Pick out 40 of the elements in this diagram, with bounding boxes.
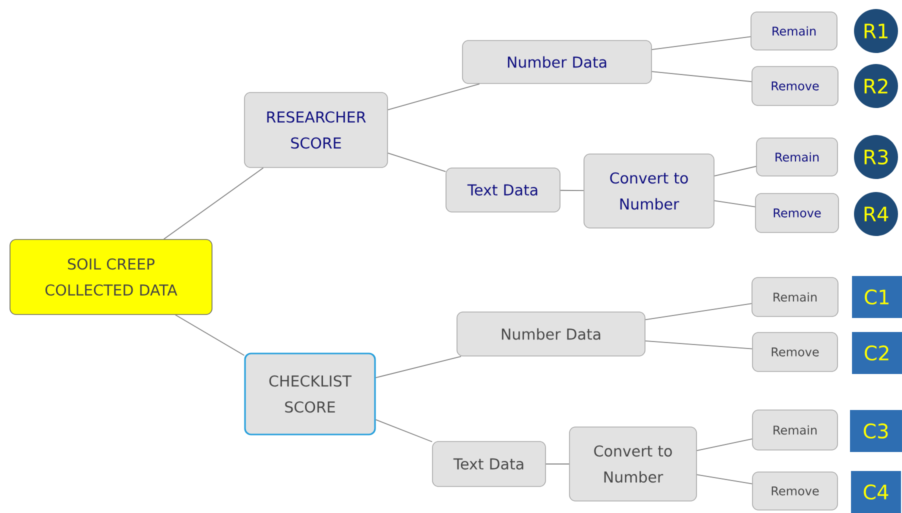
connector — [644, 303, 752, 320]
connector — [387, 152, 446, 172]
node-box: Remove — [752, 332, 838, 372]
circle-badge: R2 — [854, 64, 898, 108]
connector — [387, 83, 480, 110]
connector — [651, 36, 752, 50]
node-box: Remain — [752, 277, 838, 317]
connector — [163, 167, 264, 240]
connector — [560, 190, 584, 191]
node-box: Number Data — [456, 312, 646, 356]
square-badge: C4 — [851, 471, 901, 513]
node-box: Remove — [752, 472, 838, 510]
node-box: Text Data — [446, 168, 560, 212]
connector — [174, 314, 245, 356]
node-box: Text Data — [432, 441, 546, 487]
connector — [714, 166, 757, 176]
connector — [644, 340, 753, 350]
circle-badge: R1 — [854, 9, 898, 53]
square-badge: C3 — [850, 410, 902, 452]
connector — [714, 200, 756, 208]
node-box: CHECKLIST SCORE — [244, 352, 376, 436]
connector — [375, 419, 433, 442]
node-box: RESEARCHER SCORE — [244, 92, 388, 168]
connector — [651, 71, 752, 82]
node-box: Remove — [755, 193, 839, 233]
connector — [696, 438, 753, 452]
connector — [375, 356, 462, 378]
node-box: Remove — [752, 66, 838, 106]
circle-badge: R4 — [854, 192, 898, 236]
node-box: Number Data — [462, 40, 652, 84]
node-box: SOIL CREEP COLLECTED DATA — [10, 239, 212, 315]
connector — [696, 474, 753, 484]
node-box: Remain — [750, 12, 838, 50]
node-box: Convert to Number — [569, 426, 697, 502]
node-box: Convert to Number — [584, 154, 714, 228]
node-box: Remain — [752, 410, 838, 450]
circle-badge: R3 — [854, 135, 898, 179]
node-box: Remain — [756, 138, 838, 176]
square-badge: C2 — [852, 332, 902, 374]
square-badge: C1 — [852, 276, 902, 318]
